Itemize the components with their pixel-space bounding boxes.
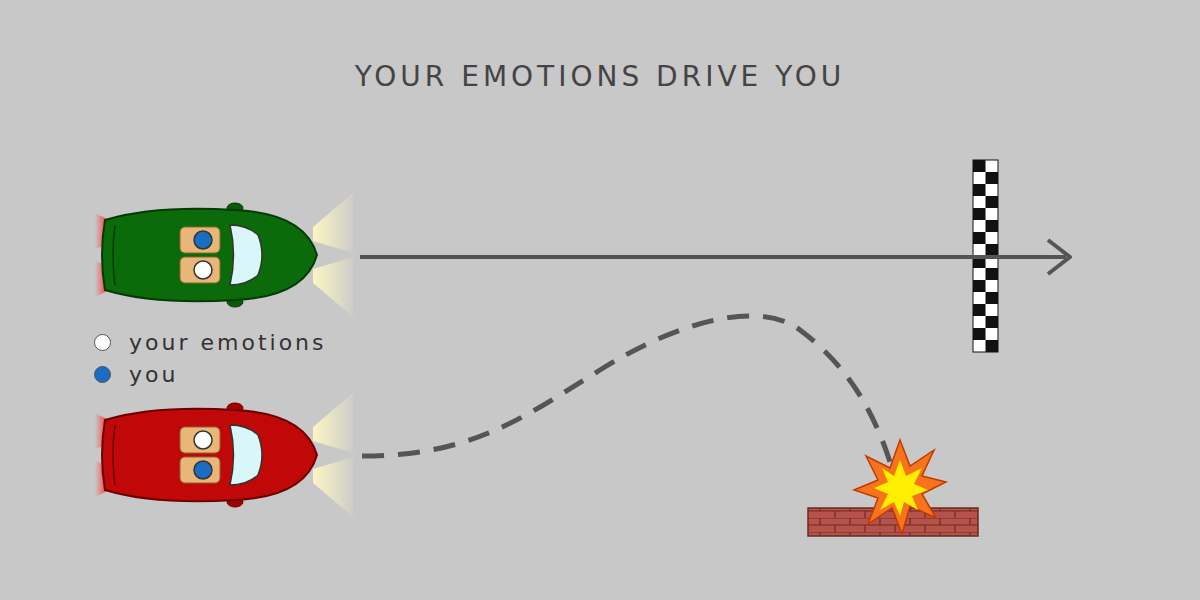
checker-square	[973, 184, 986, 196]
legend: your emotions you	[94, 326, 327, 390]
checker-square	[973, 160, 986, 172]
legend-text: you	[129, 362, 178, 387]
legend-swatch	[94, 334, 111, 351]
checker-square	[986, 268, 999, 280]
checker-square	[986, 172, 999, 184]
green-car	[95, 193, 353, 317]
checker-square	[986, 196, 999, 208]
checker-square	[986, 220, 999, 232]
straight-path	[360, 240, 1070, 274]
checker-square	[973, 232, 986, 244]
checker-square	[973, 328, 986, 340]
checker-square	[986, 340, 999, 352]
legend-swatch	[94, 366, 111, 383]
checker-square	[973, 304, 986, 316]
explosion	[854, 440, 946, 534]
wavy-path	[362, 316, 890, 462]
title: YOUR EMOTIONS DRIVE YOU	[0, 60, 1200, 93]
red-car	[95, 393, 353, 517]
legend-row: your emotions	[94, 326, 327, 358]
checker-square	[973, 208, 986, 220]
checker-square	[986, 292, 999, 304]
legend-row: you	[94, 358, 327, 390]
checker-square	[973, 280, 986, 292]
checker-square	[986, 244, 999, 256]
legend-text: your emotions	[129, 330, 327, 355]
checker-square	[986, 316, 999, 328]
